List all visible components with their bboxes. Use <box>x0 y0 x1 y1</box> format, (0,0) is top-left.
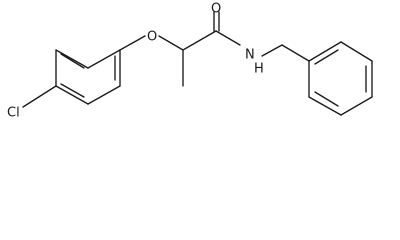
chlorine-bond <box>22 85 57 108</box>
oxygen-to-carbon-bond <box>158 35 184 51</box>
carbonyl-to-nitrogen-bond <box>215 30 241 46</box>
nitrogen-hydrogen-label: H <box>254 62 264 77</box>
oxygen-carbonyl-label: O <box>211 2 221 17</box>
alpha-to-carbonyl-bond <box>182 30 217 51</box>
benzyl-ch2-bond <box>281 44 310 62</box>
nitrogen-label: N <box>245 48 255 63</box>
structure-svg: O O N H Cl <box>7 2 373 121</box>
phenyl-ring <box>308 41 373 116</box>
chlorine-label: Cl <box>7 106 20 121</box>
oxygen-ether-label: O <box>147 30 157 45</box>
chlorophenyl-ring <box>55 49 121 105</box>
chemical-structure: O O N H Cl <box>7 1 373 121</box>
ring-to-oxygen-bond <box>119 35 146 51</box>
nitrogen-to-benzyl-bond <box>261 44 283 57</box>
